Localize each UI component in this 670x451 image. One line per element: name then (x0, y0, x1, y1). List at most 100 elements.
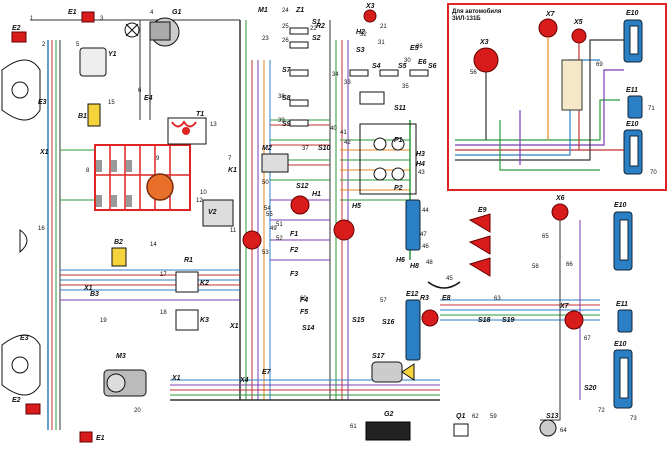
lamp-h-central-d (421, 309, 439, 327)
label-m1: M1 (258, 7, 268, 14)
num-57: 57 (380, 298, 387, 304)
lamp-h-central-a (242, 230, 262, 250)
label-s5: S5 (398, 63, 407, 70)
fan-motor (124, 22, 140, 38)
num-33: 33 (344, 80, 351, 86)
num-19: 19 (100, 318, 107, 324)
generator-g1 (149, 17, 180, 47)
label-s13: S13 (546, 413, 559, 420)
label-x3-inset: X3 (479, 39, 489, 46)
label-x7-inset: X7 (545, 11, 556, 18)
num-72: 72 (598, 408, 605, 414)
label-r1: R1 (184, 257, 193, 264)
horn-s17 (371, 361, 415, 383)
label-s17: S17 (372, 353, 386, 360)
label-s15: S15 (352, 317, 365, 324)
label-s2: S2 (312, 35, 321, 42)
num-60: 60 (300, 296, 307, 302)
label-h1: H1 (312, 191, 321, 198)
label-s16: S16 (382, 319, 395, 326)
label-x1-a: X1 (39, 149, 49, 156)
num-64: 64 (560, 428, 567, 434)
label-x5-inset: X5 (573, 19, 583, 26)
label-e12: E12 (406, 291, 419, 298)
lamp-e2-bottom (25, 403, 41, 415)
num-30: 30 (404, 58, 411, 64)
label-t1: T1 (196, 111, 204, 118)
num-5: 5 (76, 42, 80, 48)
wiper-e8 (427, 281, 461, 289)
num-70: 70 (650, 170, 657, 176)
lamp-e1-top (81, 11, 95, 23)
label-h3: H3 (416, 151, 425, 158)
label-e2-top: E2 (12, 25, 21, 32)
num-66: 66 (566, 262, 573, 268)
num-18: 18 (160, 310, 167, 316)
num-41: 41 (340, 130, 347, 136)
inset-connector-block (561, 59, 583, 111)
label-b1: B1 (78, 113, 87, 120)
num-37: 37 (302, 146, 309, 152)
label-e10-d: E10 (614, 341, 627, 348)
label-e5: E5 (410, 45, 419, 52)
num-22: 22 (310, 26, 317, 32)
label-g2: G2 (384, 411, 393, 418)
num-71: 71 (648, 106, 655, 112)
num-23: 23 (262, 36, 269, 42)
label-f2: F2 (290, 247, 298, 254)
lamp-x3-inset (473, 47, 499, 73)
label-s7: S7 (282, 67, 292, 74)
num-46: 46 (422, 244, 429, 250)
num-35: 35 (402, 84, 409, 90)
num-12: 12 (196, 198, 203, 204)
label-h8: H8 (410, 263, 419, 270)
num-36: 36 (416, 44, 423, 50)
num-34: 34 (332, 72, 339, 78)
num-39: 39 (278, 118, 285, 124)
num-43: 43 (418, 170, 425, 176)
label-s8: S8 (282, 95, 291, 102)
label-e11-c: E11 (616, 301, 628, 308)
num-61: 61 (350, 424, 357, 430)
num-58: 58 (532, 264, 539, 270)
ignition-coil-t1 (167, 117, 207, 145)
distributor (146, 173, 174, 201)
num-44: 44 (422, 208, 429, 214)
label-y1: Y1 (108, 51, 117, 58)
num-6: 6 (138, 88, 142, 94)
label-f5: F5 (300, 309, 308, 316)
label-s9: S9 (282, 121, 291, 128)
relay-k3 (175, 309, 199, 331)
label-e9: E9 (478, 207, 487, 214)
num-8: 8 (86, 168, 90, 174)
num-53: 53 (262, 250, 269, 256)
inset-box: Для автомобиля ЗИЛ-131Б (447, 3, 667, 191)
headlamp-bottom (1, 334, 41, 396)
label-q1: Q1 (456, 413, 465, 420)
num-55: 55 (266, 212, 273, 218)
label-r2: R2 (316, 23, 325, 30)
label-f1: F1 (290, 231, 298, 238)
label-e11-inset: E11 (626, 87, 638, 94)
num-25: 25 (282, 24, 289, 30)
num-65: 65 (542, 234, 549, 240)
numeric-callouts: 1 2 3 4 5 6 7 8 9 10 11 12 13 14 15 16 1… (30, 8, 657, 434)
num-16: 16 (38, 226, 45, 232)
label-e1-top: E1 (68, 9, 77, 16)
right-lamps (551, 203, 633, 409)
switch-stack (289, 27, 429, 127)
label-f3: F3 (290, 271, 298, 278)
label-b3: B3 (90, 291, 99, 298)
num-69: 69 (596, 62, 603, 68)
label-r3: R3 (420, 295, 429, 302)
label-e4: E4 (144, 95, 153, 102)
label-e2-bottom: E2 (12, 397, 21, 404)
inset-title-line1: Для автомобиля (452, 8, 502, 15)
voltage-regulator-v1 (79, 47, 107, 77)
label-s14: S14 (302, 325, 315, 332)
num-48: 48 (426, 260, 433, 266)
label-x4: X4 (239, 377, 249, 384)
num-42: 42 (344, 140, 351, 146)
label-s6: S6 (428, 63, 437, 70)
